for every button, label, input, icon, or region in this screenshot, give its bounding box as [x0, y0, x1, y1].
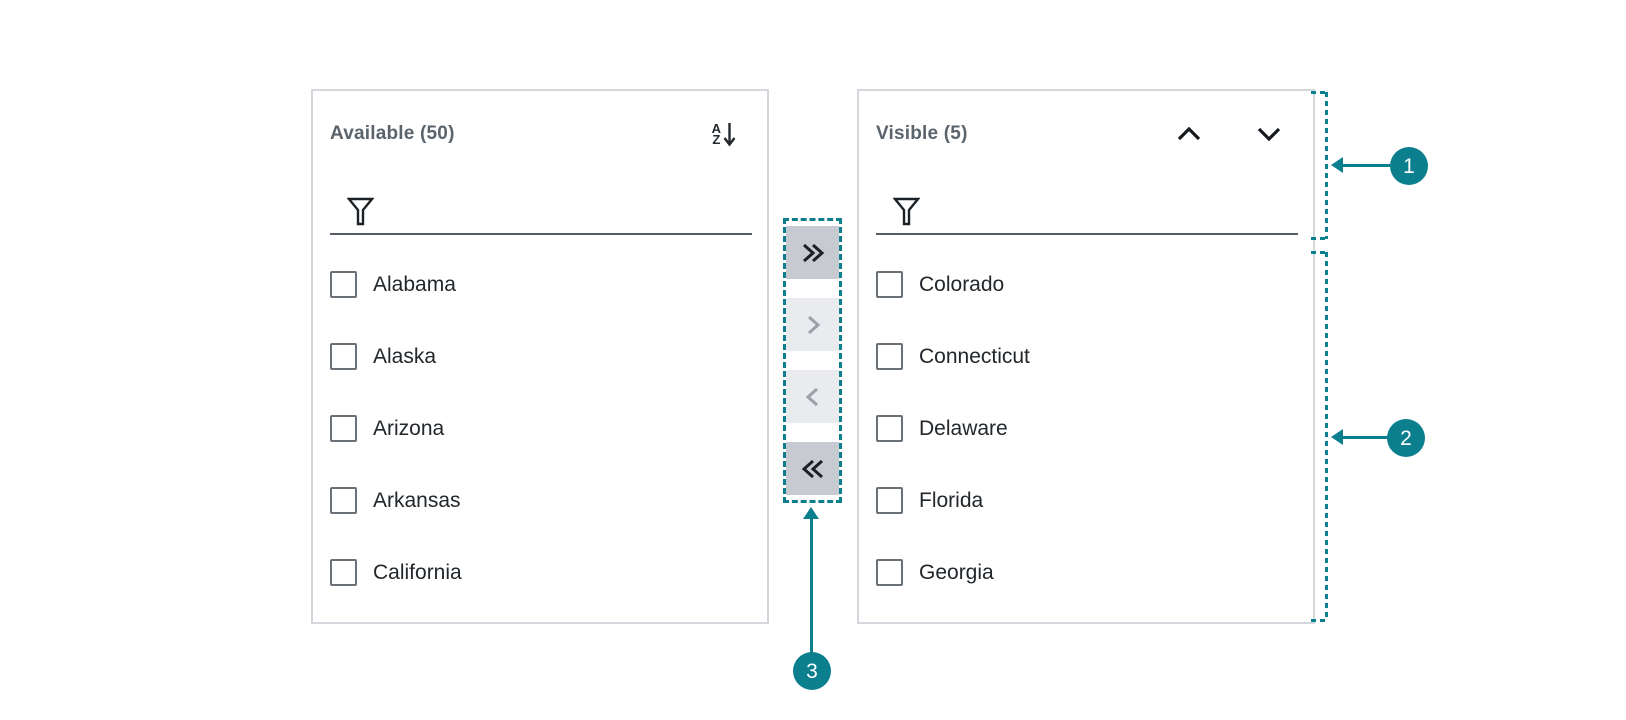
visible-list: Colorado Connecticut Delaware Florida Ge…	[876, 271, 1303, 586]
chevron-up-icon[interactable]	[1176, 126, 1202, 142]
list-item-label: Alaska	[373, 345, 437, 368]
visible-filter-field	[876, 191, 1298, 235]
callout-2-bracket-bottom	[1311, 619, 1326, 622]
list-item: Arizona	[330, 415, 757, 442]
available-panel-title: Available (50)	[330, 123, 455, 144]
callout-1-badge: 1	[1390, 147, 1428, 185]
callout-3-badge: 3	[793, 652, 831, 690]
checkbox[interactable]	[876, 343, 903, 370]
list-item-label: Arkansas	[373, 489, 461, 512]
checkbox[interactable]	[330, 415, 357, 442]
list-item: Colorado	[876, 271, 1303, 298]
chevron-left-icon[interactable]	[786, 370, 839, 423]
callout-1-bracket-top	[1311, 91, 1326, 94]
callout-1-arrowhead	[1331, 157, 1343, 173]
list-item-label: Arizona	[373, 417, 445, 440]
double-chevron-left-icon[interactable]	[786, 442, 839, 495]
list-item-label: Delaware	[919, 417, 1008, 440]
list-item: California	[330, 559, 757, 586]
list-item: Arkansas	[330, 487, 757, 514]
chevron-right-icon[interactable]	[786, 298, 839, 351]
list-item-label: Florida	[919, 489, 984, 512]
available-filter-input[interactable]	[374, 205, 752, 233]
available-filter-field	[330, 191, 752, 235]
list-item-label: Georgia	[919, 561, 994, 584]
list-item: Florida	[876, 487, 1303, 514]
callout-2-bracket-line	[1325, 252, 1328, 620]
checkbox[interactable]	[330, 487, 357, 514]
checkbox[interactable]	[876, 415, 903, 442]
filter-funnel-icon	[347, 197, 374, 226]
available-list: Alabama Alaska Arizona Arkansas Californ…	[330, 271, 757, 586]
checkbox[interactable]	[330, 271, 357, 298]
callout-2-bracket-top	[1311, 251, 1326, 254]
list-item: Georgia	[876, 559, 1303, 586]
list-item: Connecticut	[876, 343, 1303, 370]
callout-3-arrowhead	[803, 507, 819, 519]
visible-panel: Visible (5)	[857, 89, 1315, 624]
callout-3-arrow-line	[810, 518, 813, 654]
double-chevron-right-icon[interactable]	[786, 226, 839, 279]
visible-panel-title: Visible (5)	[876, 123, 968, 144]
checkbox[interactable]	[330, 343, 357, 370]
callout-1-bracket-line	[1325, 92, 1328, 239]
checkbox[interactable]	[876, 559, 903, 586]
callout-1-bracket-bottom	[1311, 237, 1326, 240]
checkbox[interactable]	[876, 271, 903, 298]
list-item-label: Connecticut	[919, 345, 1030, 368]
callout-2-arrowhead	[1331, 429, 1343, 445]
chevron-down-icon[interactable]	[1256, 126, 1282, 142]
list-item: Alabama	[330, 271, 757, 298]
list-item: Alaska	[330, 343, 757, 370]
list-item-label: Colorado	[919, 273, 1005, 296]
transfer-buttons-group	[783, 218, 842, 503]
list-item-label: California	[373, 561, 462, 584]
callout-2-arrow-line	[1342, 436, 1389, 439]
filter-funnel-icon	[893, 197, 920, 226]
checkbox[interactable]	[876, 487, 903, 514]
list-item-label: Alabama	[373, 273, 456, 296]
checkbox[interactable]	[330, 559, 357, 586]
visible-filter-input[interactable]	[920, 205, 1298, 233]
callout-1-arrow-line	[1342, 164, 1392, 167]
list-item: Delaware	[876, 415, 1303, 442]
callout-2-badge: 2	[1387, 419, 1425, 457]
visible-panel-header: Visible (5)	[876, 118, 1282, 150]
